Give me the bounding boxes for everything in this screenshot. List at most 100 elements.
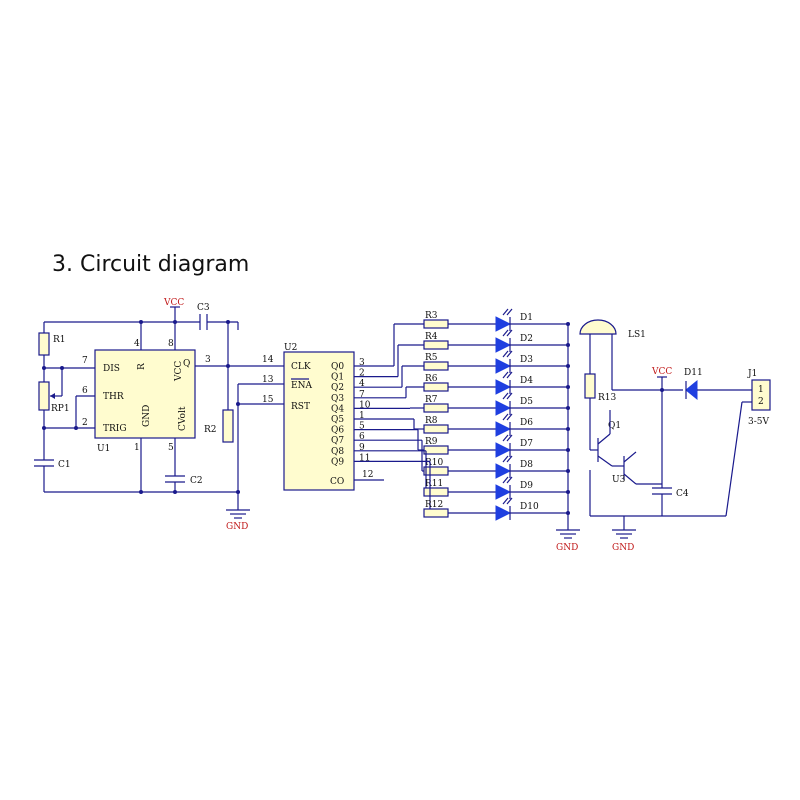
u2-output-label: Q2 <box>331 383 344 393</box>
led-resistor <box>423 403 449 413</box>
u2-output-pin-number: 4 <box>359 379 365 389</box>
gnd-label-3: GND <box>612 543 634 553</box>
ls1-buzzer <box>579 319 617 335</box>
led-diode <box>495 400 512 416</box>
u1-pin-r: R <box>137 363 147 370</box>
r2-label: R2 <box>204 425 217 435</box>
led-resistor <box>423 487 449 497</box>
junction <box>173 490 177 494</box>
u2-ref: U2 <box>284 343 297 353</box>
u2-pin-clk: CLK <box>291 362 311 372</box>
resistor-label: R4 <box>425 332 438 342</box>
u1-pin-dis: DIS <box>103 364 120 374</box>
resistor-label: R8 <box>425 416 438 426</box>
u1-ref: U1 <box>97 444 110 454</box>
led-resistor <box>423 340 449 350</box>
led-resistor <box>423 424 449 434</box>
led-light-arrow <box>502 455 509 463</box>
c4-label: C4 <box>676 489 689 499</box>
resistor-label: R6 <box>425 374 438 384</box>
led-diode <box>495 316 512 332</box>
j1-connector <box>751 379 771 411</box>
u1-chip <box>94 349 196 439</box>
u2-output-label: Q3 <box>331 394 344 404</box>
u1-num-7: 7 <box>82 356 88 366</box>
led-resistor <box>423 466 449 476</box>
u2-output-label: Q4 <box>331 404 344 414</box>
u2-output-label: Q7 <box>331 436 344 446</box>
r13-resistor <box>584 373 596 399</box>
d11-diode <box>685 379 698 401</box>
u2-pin-ena: ENA <box>291 381 312 391</box>
rp1-label: RP1 <box>51 404 70 414</box>
led-diode <box>495 442 512 458</box>
vcc-label-1: VCC <box>163 298 184 308</box>
q1-emitter <box>597 455 613 467</box>
u2-output-pin-number: 9 <box>359 443 365 453</box>
led-resistor <box>423 382 449 392</box>
diode-label: D3 <box>520 355 533 365</box>
r2-resistor <box>222 409 234 443</box>
rp1-wiper-arrow <box>50 393 55 399</box>
led-light-arrow <box>506 434 513 442</box>
led-light-arrow <box>506 413 513 421</box>
led-diode <box>495 484 512 500</box>
u2-output-label: Q1 <box>331 373 344 383</box>
u2-num-12: 12 <box>362 470 373 480</box>
u1-pin-vcc: VCC <box>174 361 184 382</box>
gnd-label-2: GND <box>556 543 578 553</box>
u2-num-14: 14 <box>262 355 274 365</box>
led-resistor <box>423 445 449 455</box>
junction <box>236 402 240 406</box>
led-light-arrow <box>502 392 509 400</box>
rp1-potentiometer <box>38 381 50 411</box>
u1-num-6: 6 <box>82 386 88 396</box>
diode-label: D4 <box>520 376 533 386</box>
resistor-label: R11 <box>425 479 443 489</box>
junction <box>60 366 64 370</box>
diode-label: D8 <box>520 460 533 470</box>
diode-label: D1 <box>520 313 533 323</box>
junction <box>74 426 78 430</box>
r1-label: R1 <box>53 335 66 345</box>
led-diode <box>495 358 512 374</box>
u1-num-1: 1 <box>134 443 140 453</box>
u2-pin-rst: RST <box>291 402 310 412</box>
u1-num-2: 2 <box>82 418 88 428</box>
u2-num-15: 15 <box>262 395 274 405</box>
led-light-arrow <box>502 350 509 358</box>
d11-label: D11 <box>684 368 703 378</box>
u2-output-pin-number: 7 <box>359 390 365 400</box>
resistor-label: R3 <box>425 311 438 321</box>
junction <box>660 388 664 392</box>
j1-label: J1 <box>747 369 757 379</box>
u1-pin-cvolt: CVolt <box>178 406 188 431</box>
q1-label: Q1 <box>608 421 621 431</box>
diode-label: D2 <box>520 334 533 344</box>
led-diode <box>495 421 512 437</box>
page-title: 3. Circuit diagram <box>52 252 250 277</box>
u3-label: U3 <box>612 475 626 485</box>
led-light-arrow <box>506 371 513 379</box>
u1-pin-q: Q <box>183 359 190 369</box>
led-resistor <box>423 361 449 371</box>
supply-voltage-label: 3-5V <box>748 417 769 427</box>
led-light-arrow <box>502 413 509 421</box>
c3-label: C3 <box>197 303 210 313</box>
u2-pin-co: CO <box>330 477 344 487</box>
u2-output-pin-number: 3 <box>359 358 365 368</box>
resistor-label: R10 <box>425 458 444 468</box>
led-resistor <box>423 319 449 329</box>
u2-output-pin-number: 1 <box>359 411 365 421</box>
u2-output-pin-number: 10 <box>359 400 371 410</box>
diode-label: D7 <box>520 439 533 449</box>
diode-label: D5 <box>520 397 533 407</box>
diode-label: D9 <box>520 481 533 491</box>
u1-pin-gnd: GND <box>142 405 152 427</box>
led-light-arrow <box>506 392 513 400</box>
r1-resistor <box>38 332 50 356</box>
led-light-arrow <box>506 350 513 358</box>
u1-num-5: 5 <box>168 443 174 453</box>
u2-output-pin-number: 11 <box>359 453 370 463</box>
u2-chip <box>283 351 355 491</box>
